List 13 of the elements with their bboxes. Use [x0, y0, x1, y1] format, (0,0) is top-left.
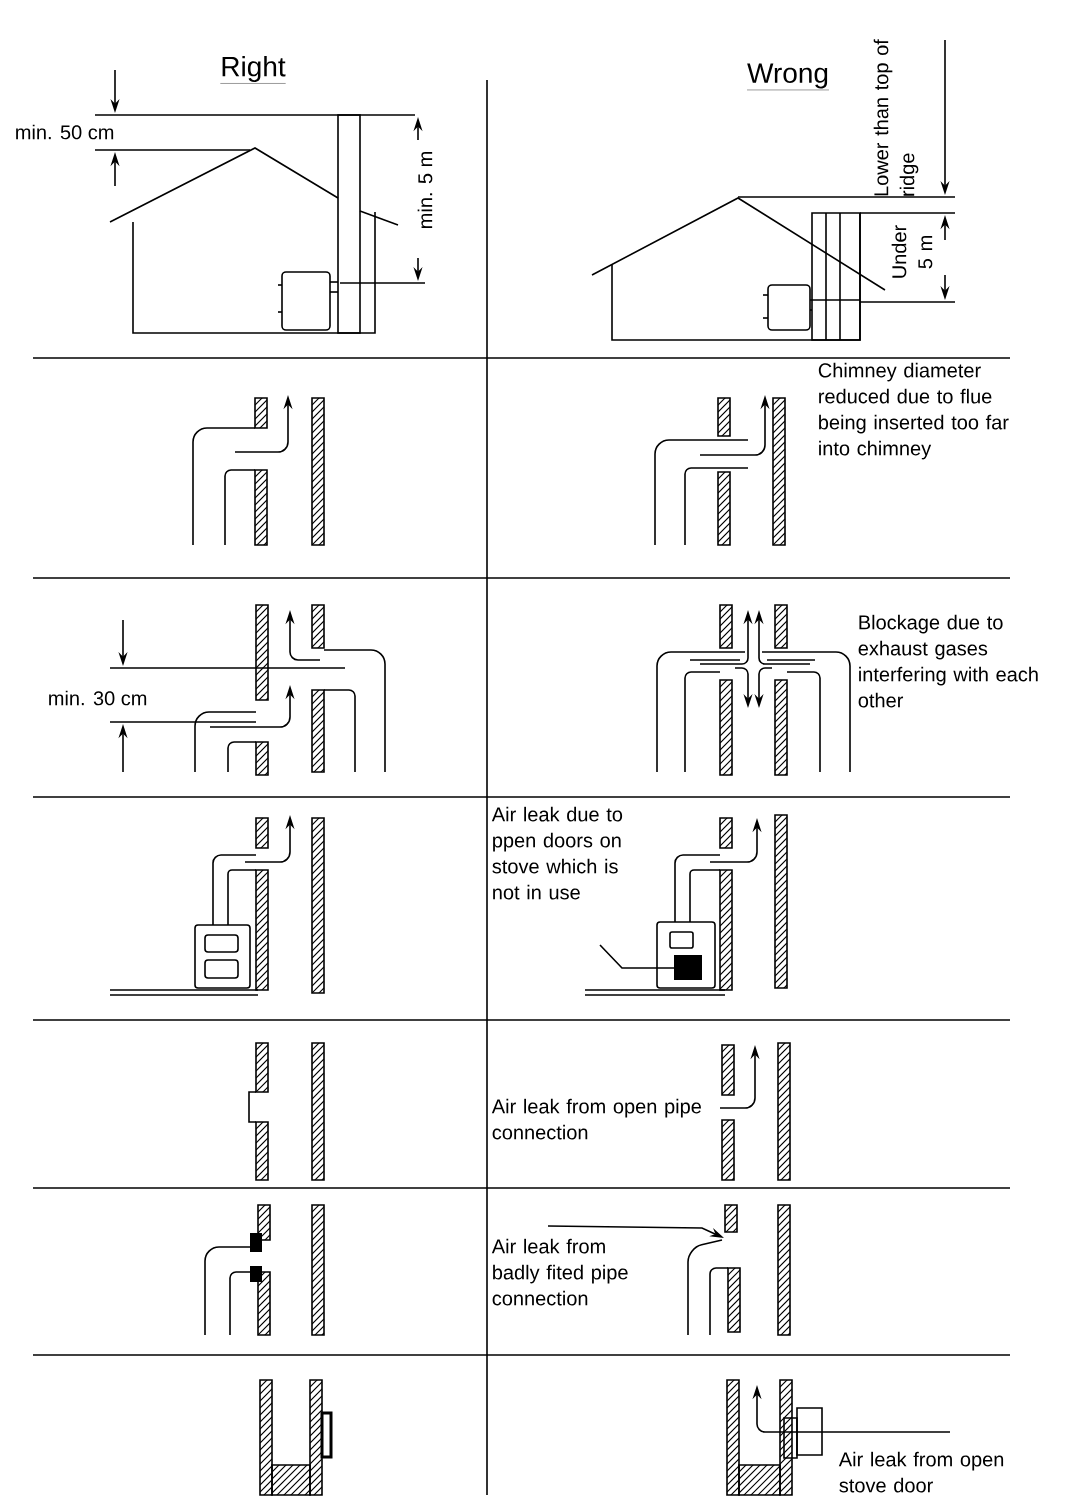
- note-text: Air leak from badly fited pipe connection: [491, 1238, 628, 1306]
- dimension-label: min. 30 cm: [49, 690, 147, 706]
- column-heading: Right: [220, 55, 286, 84]
- dimension-label: Lower than top of ridge: [873, 39, 919, 196]
- dimension-label: min. 50 cm: [16, 124, 114, 140]
- note-text: Chimney diameter reduced due to flue being inserted too far into chimney: [818, 362, 1009, 460]
- note-text: Air leak from open stove door: [838, 1451, 1004, 1493]
- column-heading: Wrong: [746, 63, 830, 91]
- dimension-label: min. 5 m: [417, 152, 433, 228]
- note-text: Blockage due to exhaust gases interfering with each other: [858, 614, 1038, 708]
- note-text: Air leak from open pipe connection: [491, 1098, 701, 1140]
- dimension-label: Under 5 m: [891, 225, 933, 278]
- note-text: Air leak due to ppen doors on stove which is not in use: [491, 806, 623, 900]
